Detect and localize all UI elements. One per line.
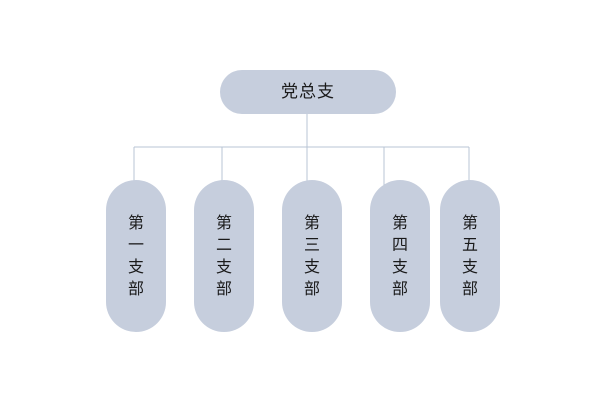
- node-branch-5-label: 第五支部: [462, 213, 479, 298]
- node-root[interactable]: 党总支: [220, 70, 396, 114]
- node-branch-2[interactable]: 第二支部: [194, 180, 254, 332]
- node-branch-1-label: 第一支部: [128, 213, 145, 298]
- node-branch-4[interactable]: 第四支部: [370, 180, 430, 332]
- node-branch-3[interactable]: 第三支部: [282, 180, 342, 332]
- node-branch-3-label: 第三支部: [304, 213, 321, 298]
- node-branch-4-label: 第四支部: [392, 213, 409, 298]
- node-branch-5[interactable]: 第五支部: [440, 180, 500, 332]
- node-branch-2-label: 第二支部: [216, 213, 233, 298]
- node-root-label: 党总支: [281, 81, 335, 102]
- node-branch-1[interactable]: 第一支部: [106, 180, 166, 332]
